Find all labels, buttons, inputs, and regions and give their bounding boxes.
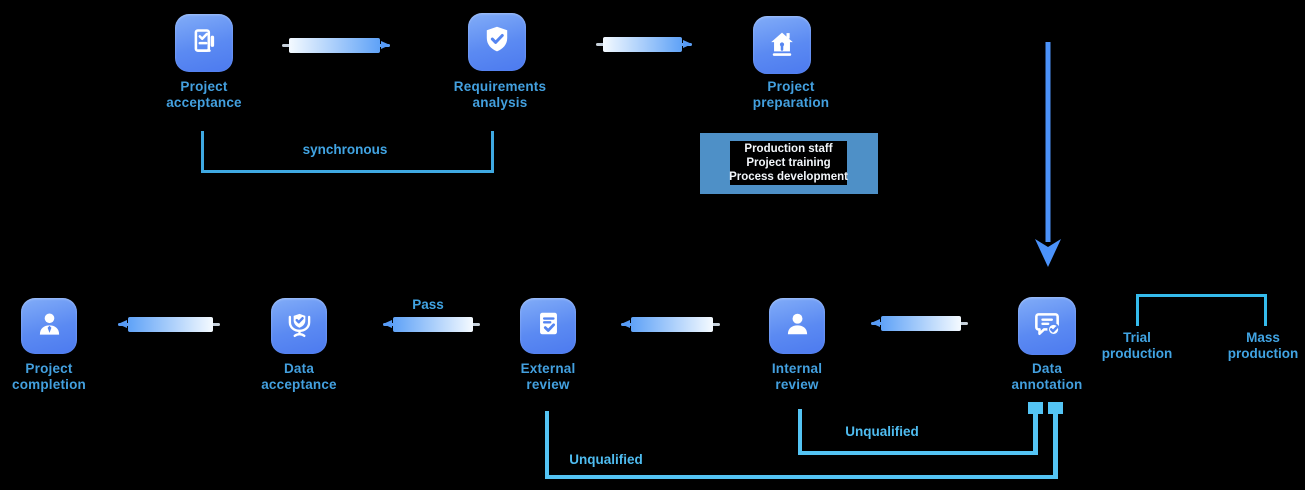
arrow-internal-to-external xyxy=(621,316,720,333)
loop-external-horizontal xyxy=(545,475,1058,479)
label-project-completion: Project completion xyxy=(11,361,86,392)
node-data-annotation xyxy=(1018,297,1076,355)
document-review-icon xyxy=(531,306,566,346)
arrow-annotation-to-internal xyxy=(871,315,968,332)
arrow-acceptance-to-completion xyxy=(118,316,220,333)
chat-check-icon xyxy=(1029,306,1065,347)
production-box: Production staff Project training Proces… xyxy=(700,133,878,194)
node-project-completion xyxy=(21,298,77,354)
loop-internal-horizontal xyxy=(798,451,1038,455)
shield-check-icon xyxy=(479,22,515,63)
node-data-acceptance xyxy=(271,298,327,354)
trial-production-label: Trial production xyxy=(1101,330,1173,361)
mass-production-label: Mass production xyxy=(1227,330,1299,361)
node-internal-review xyxy=(769,298,825,354)
label-data-acceptance: Data acceptance xyxy=(261,361,337,392)
pass-label: Pass xyxy=(412,297,444,312)
production-bracket xyxy=(1136,294,1267,326)
arrow-review-to-acceptance xyxy=(383,316,480,333)
award-shield-icon xyxy=(282,306,317,346)
node-requirements-analysis xyxy=(468,13,526,71)
loop-internal-vertical xyxy=(798,409,802,455)
arrow-analysis-to-preparation xyxy=(596,36,692,53)
person-icon xyxy=(780,306,815,346)
loop-external-vertical xyxy=(545,411,549,479)
production-box-line: Production staff xyxy=(744,143,833,155)
loop-internal-arrowhead xyxy=(1028,402,1043,414)
label-data-annotation: Data annotation xyxy=(1011,361,1083,392)
label-external-review: External review xyxy=(520,361,576,392)
label-requirements-analysis: Requirements analysis xyxy=(453,79,547,110)
loop-internal-stem xyxy=(1033,413,1038,455)
unqualified-internal-label: Unqualified xyxy=(845,424,919,439)
node-project-preparation xyxy=(753,16,811,74)
production-box-inner: Production staff Project training Proces… xyxy=(729,141,848,185)
synchronous-bracket xyxy=(201,131,494,173)
unqualified-external-label: Unqualified xyxy=(569,452,643,467)
house-icon xyxy=(764,25,800,66)
label-project-preparation: Project preparation xyxy=(752,79,830,110)
synchronous-label: synchronous xyxy=(302,142,388,157)
loop-external-stem xyxy=(1053,413,1058,477)
document-check-icon xyxy=(186,23,222,64)
node-project-acceptance xyxy=(175,14,233,72)
connector-preparation-to-annotation xyxy=(832,41,1061,267)
node-external-review xyxy=(520,298,576,354)
person-tie-icon xyxy=(32,306,67,346)
production-box-line: Project training xyxy=(746,157,831,169)
arrow-acceptance-to-analysis xyxy=(282,37,390,54)
production-box-line: Process development xyxy=(729,171,848,183)
loop-external-arrowhead xyxy=(1048,402,1063,414)
label-project-acceptance: Project acceptance xyxy=(166,79,242,110)
label-internal-review: Internal review xyxy=(771,361,823,392)
